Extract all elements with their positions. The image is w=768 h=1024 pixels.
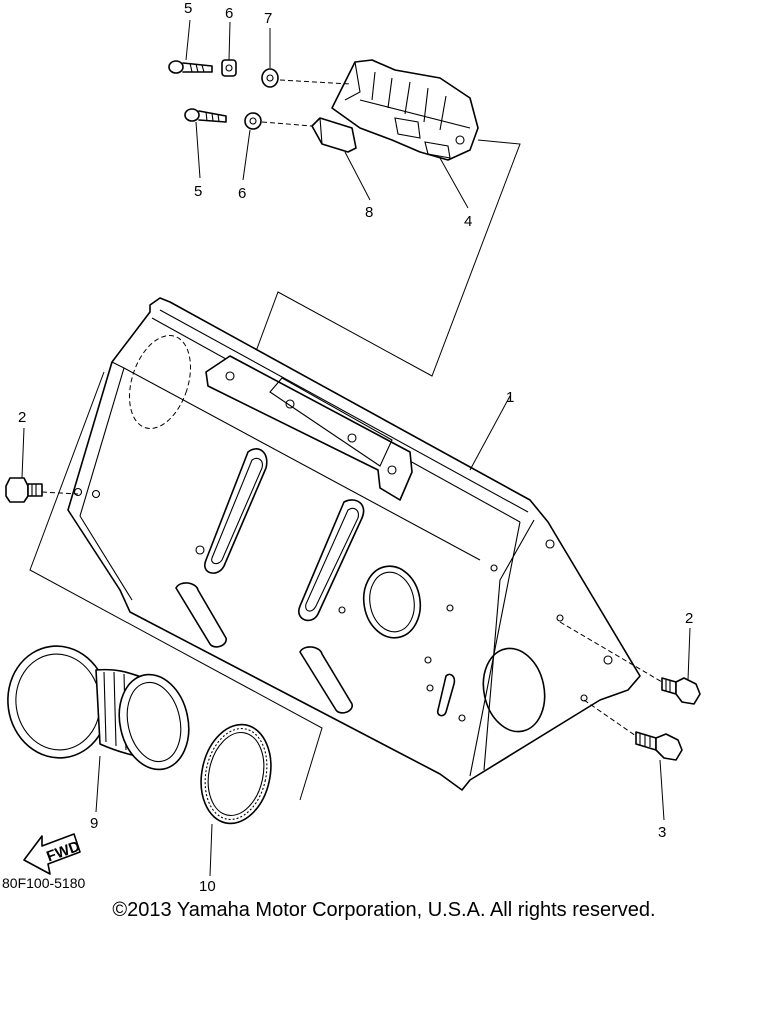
part-8-bracket[interactable]: [311, 117, 357, 153]
part-10-gasket[interactable]: [192, 718, 279, 830]
callout-5-top: 5: [184, 0, 192, 17]
callout-4: 4: [464, 213, 472, 230]
callout-9: 9: [90, 815, 98, 832]
part-5-screw-upper[interactable]: [168, 60, 213, 74]
callout-6-bottom: 6: [238, 185, 246, 202]
part-6-nut-lower[interactable]: [244, 112, 262, 130]
callout-1: 1: [506, 389, 514, 406]
callout-2-left: 2: [18, 409, 26, 426]
part-2-bolt-right[interactable]: [661, 677, 701, 705]
part-2-bolt-left[interactable]: [5, 477, 43, 503]
callout-7: 7: [264, 10, 272, 27]
callout-6-top: 6: [225, 5, 233, 22]
part-1-housing[interactable]: [67, 297, 641, 791]
callout-10: 10: [199, 878, 216, 895]
copyright-notice: ©2013 Yamaha Motor Corporation, U.S.A. A…: [112, 899, 656, 921]
fwd-arrow-icon: FWD: [23, 833, 82, 875]
fwd-label: FWD: [44, 838, 82, 866]
part-4-cover[interactable]: [331, 59, 479, 161]
part-6-nut-upper[interactable]: [221, 59, 237, 77]
callout-8: 8: [365, 204, 373, 221]
diagram-reference-code: 80F100-5180: [2, 875, 86, 891]
exploded-parts-diagram: FWD 5 6 7 5 6 8 4 1 2 2 3 9 10: [1, 0, 701, 895]
part-3-bolt[interactable]: [635, 731, 683, 761]
callout-3: 3: [658, 824, 666, 841]
callout-2-right: 2: [685, 610, 693, 627]
part-7-washer[interactable]: [261, 68, 279, 88]
part-9-intake-boot[interactable]: [1, 640, 198, 776]
part-5-screw-lower[interactable]: [184, 108, 227, 123]
callout-5-bottom: 5: [194, 183, 202, 200]
